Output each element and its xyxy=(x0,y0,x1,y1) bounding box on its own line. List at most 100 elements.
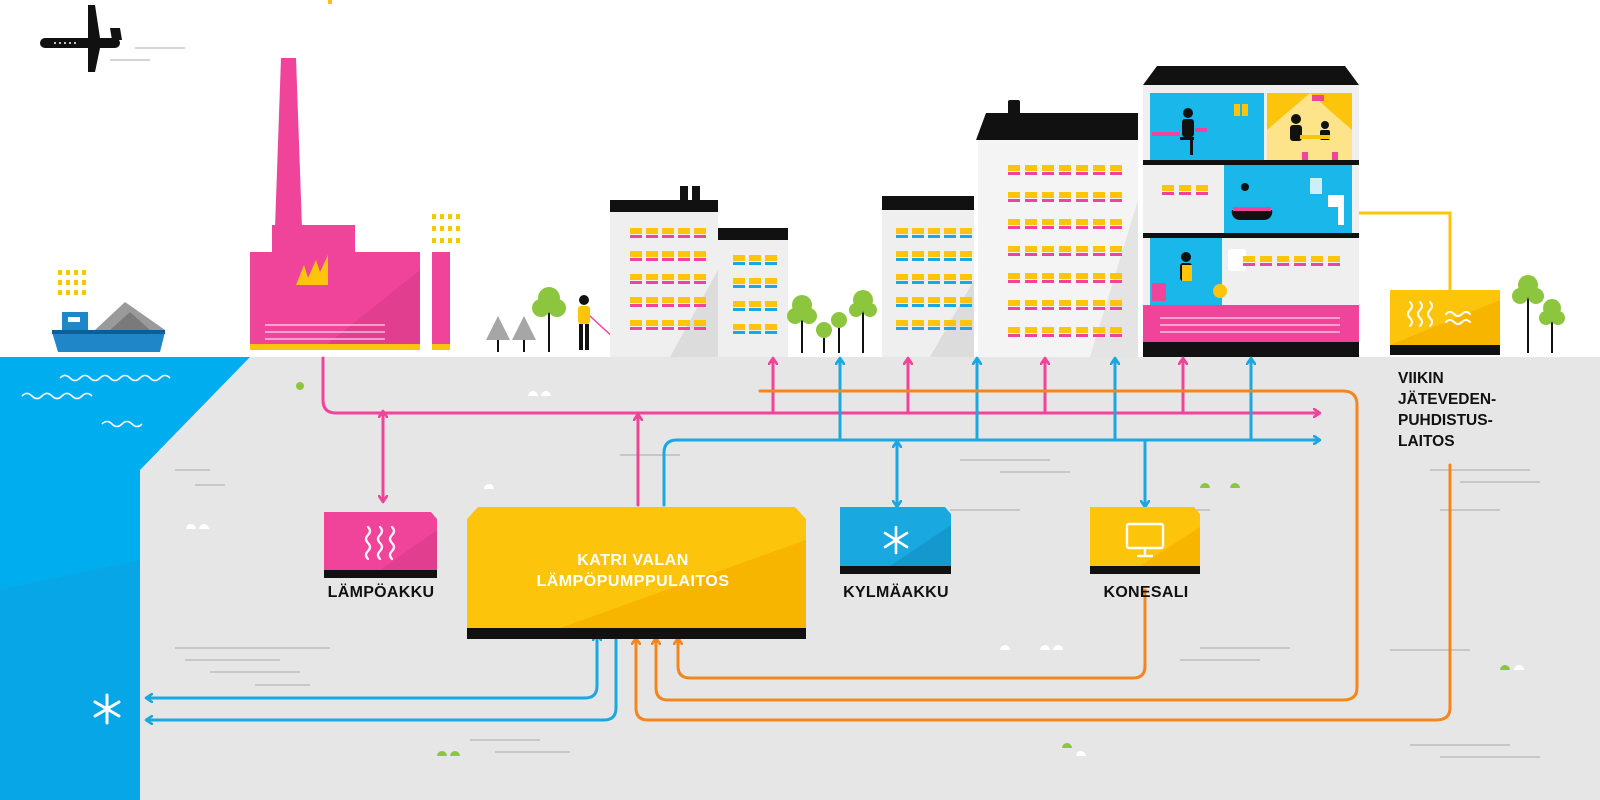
window-sill xyxy=(944,327,956,330)
heat-waves-icon xyxy=(364,525,396,561)
window-sill xyxy=(1076,307,1088,310)
window-sill xyxy=(1059,226,1071,229)
window xyxy=(1042,300,1054,306)
window-sill xyxy=(1059,280,1071,283)
window xyxy=(1008,246,1020,252)
wwtp-label-line3: PUHDISTUS- xyxy=(1398,412,1493,429)
window-sill xyxy=(678,327,690,330)
window-sill xyxy=(1110,172,1122,175)
window-sill xyxy=(749,285,761,288)
window xyxy=(694,251,706,257)
window-sill xyxy=(694,281,706,284)
heat-pump-plant-label: KATRI VALAN LÄMPÖPUMPPULAITOS xyxy=(468,550,798,592)
window xyxy=(1042,327,1054,333)
window-sill xyxy=(896,304,908,307)
window xyxy=(912,297,924,303)
window xyxy=(662,320,674,326)
window xyxy=(749,324,761,330)
window-sill xyxy=(1059,334,1071,337)
window xyxy=(646,320,658,326)
window xyxy=(1110,192,1122,198)
window-sill xyxy=(912,304,924,307)
window-sill xyxy=(1328,263,1340,266)
window xyxy=(1059,219,1071,225)
window xyxy=(646,297,658,303)
window xyxy=(960,274,972,280)
window xyxy=(928,297,940,303)
window-sill xyxy=(646,327,658,330)
window xyxy=(1059,165,1071,171)
window-sill xyxy=(630,235,642,238)
window xyxy=(1042,165,1054,171)
window-sill xyxy=(678,281,690,284)
window xyxy=(765,301,777,307)
window-sill xyxy=(1025,307,1037,310)
window-sill xyxy=(1093,280,1105,283)
window-sill xyxy=(896,327,908,330)
window-sill xyxy=(646,281,658,284)
window-sill xyxy=(1008,280,1020,283)
window-sill xyxy=(1294,263,1306,266)
window-sill xyxy=(765,308,777,311)
window xyxy=(694,297,706,303)
window-sill xyxy=(1042,226,1054,229)
window xyxy=(1059,327,1071,333)
window xyxy=(1025,300,1037,306)
window-sill xyxy=(1042,199,1054,202)
window-sill xyxy=(1110,307,1122,310)
window-sill xyxy=(662,281,674,284)
window xyxy=(960,297,972,303)
window xyxy=(1093,327,1105,333)
apartment-building xyxy=(610,186,718,357)
window-sill xyxy=(928,281,940,284)
window xyxy=(1294,256,1306,262)
window xyxy=(630,228,642,234)
window-sill xyxy=(662,304,674,307)
window xyxy=(1042,273,1054,279)
window-sill xyxy=(960,304,972,307)
airplane-icon xyxy=(40,5,122,72)
window-sill xyxy=(944,235,956,238)
window-sill xyxy=(1162,192,1174,195)
window-sill xyxy=(1179,192,1191,195)
window xyxy=(733,301,745,307)
window-sill xyxy=(1243,263,1255,266)
window-sill xyxy=(646,258,658,261)
window xyxy=(1076,246,1088,252)
window xyxy=(1196,185,1208,191)
window-sill xyxy=(1076,253,1088,256)
cutaway-building xyxy=(1143,66,1359,357)
window-sill xyxy=(1008,226,1020,229)
window xyxy=(944,274,956,280)
window-sill xyxy=(1008,172,1020,175)
datacenter-building xyxy=(1090,507,1200,574)
window xyxy=(678,228,690,234)
window xyxy=(1042,246,1054,252)
window xyxy=(678,297,690,303)
window-sill xyxy=(733,262,745,265)
ground-bumps xyxy=(186,382,1524,756)
window xyxy=(678,320,690,326)
window xyxy=(912,320,924,326)
window-sill xyxy=(1008,199,1020,202)
window xyxy=(733,278,745,284)
sea-waves xyxy=(21,374,171,428)
window xyxy=(1042,192,1054,198)
window xyxy=(896,228,908,234)
window xyxy=(646,274,658,280)
window-sill xyxy=(1059,253,1071,256)
window xyxy=(896,320,908,326)
window-sill xyxy=(944,258,956,261)
window-sill xyxy=(912,327,924,330)
window xyxy=(678,274,690,280)
window xyxy=(928,251,940,257)
window xyxy=(1076,273,1088,279)
window-sill xyxy=(678,258,690,261)
window-sill xyxy=(1076,334,1088,337)
window xyxy=(1093,219,1105,225)
window-sill xyxy=(1025,199,1037,202)
window xyxy=(1243,256,1255,262)
window-sill xyxy=(928,258,940,261)
sea-shade xyxy=(0,560,140,800)
window-sill xyxy=(1277,263,1289,266)
